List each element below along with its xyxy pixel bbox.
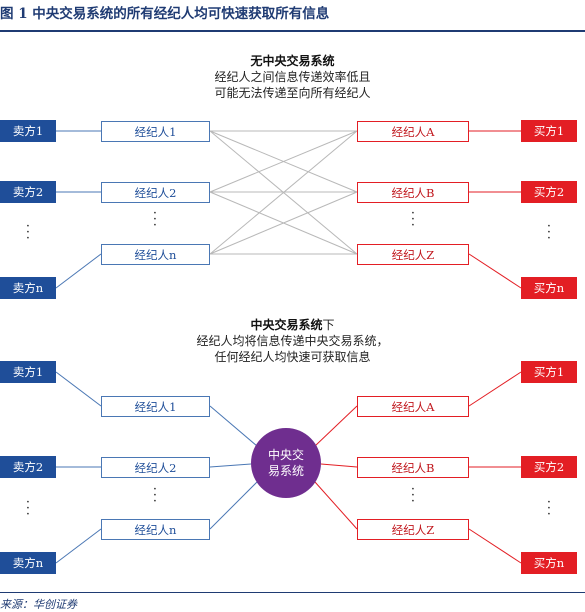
top-seller-2: 卖方2 bbox=[0, 181, 56, 203]
bottom-caption: 中央交易系统下 经纪人均将信息传递中央交易系统， 任何经纪人均快速可获取信息 bbox=[150, 317, 435, 365]
ellipsis-dots: ··· bbox=[546, 219, 552, 246]
bottom-buyer-1: 买方1 bbox=[521, 361, 577, 383]
source-note: 来源：华创证券 bbox=[0, 598, 77, 611]
top-broker-1: 经纪人1 bbox=[101, 121, 210, 142]
top-rule bbox=[0, 30, 585, 32]
top-seller-1: 卖方1 bbox=[0, 120, 56, 142]
bottom-caption-line3: 任何经纪人均快速可获取信息 bbox=[214, 350, 371, 364]
top-seller-n: 卖方n bbox=[0, 277, 56, 299]
top-caption-line2: 经纪人之间信息传递效率低且 bbox=[214, 70, 371, 84]
bottom-caption-title: 中央交易系统 bbox=[250, 318, 323, 332]
bottom-broker-2: 经纪人2 bbox=[101, 457, 210, 478]
top-broker-z: 经纪人Z bbox=[357, 244, 469, 265]
ellipsis-dots: ··· bbox=[25, 495, 31, 522]
ellipsis-dots: ··· bbox=[152, 206, 158, 233]
top-broker-a: 经纪人A bbox=[357, 121, 469, 142]
hub-label: 中央交易系统 bbox=[267, 448, 304, 478]
bottom-broker-n: 经纪人n bbox=[101, 519, 210, 540]
top-caption-line3: 可能无法传递至向所有经纪人 bbox=[214, 86, 371, 100]
bottom-broker-z: 经纪人Z bbox=[357, 519, 469, 540]
bottom-buyer-2: 买方2 bbox=[521, 456, 577, 478]
bottom-buyer-n: 买方n bbox=[521, 552, 577, 574]
top-buyer-n: 买方n bbox=[521, 277, 577, 299]
top-caption: 无中央交易系统 经纪人之间信息传递效率低且 可能无法传递至向所有经纪人 bbox=[150, 53, 435, 101]
top-broker-n: 经纪人n bbox=[101, 244, 210, 265]
bottom-broker-b: 经纪人B bbox=[357, 457, 469, 478]
top-broker-b: 经纪人B bbox=[357, 182, 469, 203]
top-buyer-1: 买方1 bbox=[521, 120, 577, 142]
bottom-broker-a: 经纪人A bbox=[357, 396, 469, 417]
figure-title: 图 1 中央交易系统的所有经纪人均可快速获取所有信息 bbox=[0, 6, 330, 22]
bottom-rule bbox=[0, 592, 585, 593]
top-buyer-2: 买方2 bbox=[521, 181, 577, 203]
top-caption-title: 无中央交易系统 bbox=[250, 54, 335, 68]
ellipsis-dots: ··· bbox=[152, 482, 158, 509]
bottom-seller-n: 卖方n bbox=[0, 552, 56, 574]
bottom-caption-line2: 经纪人均将信息传递中央交易系统， bbox=[196, 334, 389, 348]
central-trading-system-node: 中央交易系统 bbox=[251, 428, 321, 498]
bottom-seller-2: 卖方2 bbox=[0, 456, 56, 478]
bottom-seller-1: 卖方1 bbox=[0, 361, 56, 383]
top-broker-2: 经纪人2 bbox=[101, 182, 210, 203]
ellipsis-dots: ··· bbox=[25, 219, 31, 246]
bottom-caption-suffix: 下 bbox=[322, 318, 335, 332]
ellipsis-dots: ··· bbox=[410, 482, 416, 509]
ellipsis-dots: ··· bbox=[410, 206, 416, 233]
ellipsis-dots: ··· bbox=[546, 495, 552, 522]
bottom-broker-1: 经纪人1 bbox=[101, 396, 210, 417]
